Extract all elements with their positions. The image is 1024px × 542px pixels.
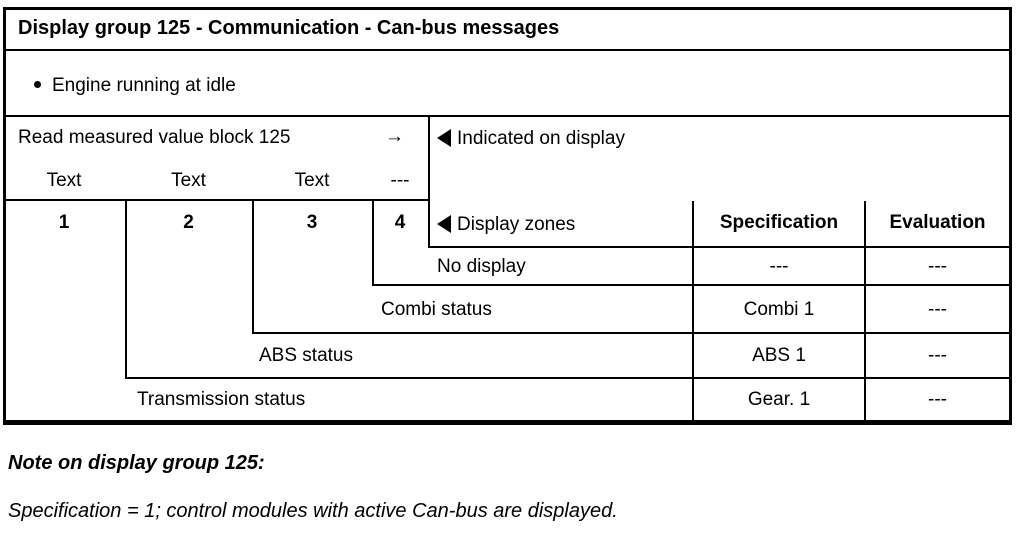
- test-condition: Engine running at idle: [52, 75, 236, 96]
- title-divider: [3, 49, 1012, 51]
- table-border-right: [1009, 7, 1012, 425]
- zone3-4-line: [372, 199, 374, 286]
- read-block-label: Read measured value block 125: [18, 127, 291, 148]
- row-label-combi-status: Combi status: [381, 299, 492, 320]
- row-specification: ---: [769, 256, 789, 277]
- bullet-icon: [34, 81, 41, 88]
- row-evaluation: ---: [928, 345, 947, 366]
- specification-left-line: [692, 201, 694, 420]
- evaluation-column-header: Evaluation: [889, 212, 986, 233]
- row2-bottom-line: [252, 332, 1012, 334]
- row-evaluation: ---: [928, 389, 947, 410]
- table-border-left: [3, 7, 6, 425]
- left-triangle-icon: [437, 129, 451, 147]
- page-title: Display group 125 - Communication - Can-…: [18, 17, 560, 39]
- right-arrow-icon: →: [385, 126, 404, 147]
- note-heading: Note on display group 125:: [8, 452, 265, 474]
- row-label-no-display: No display: [437, 256, 526, 277]
- zone-number-4: 4: [394, 212, 406, 233]
- table-border-bottom: [3, 420, 1012, 425]
- readblock-bottom-line: [3, 199, 430, 201]
- row-specification: ABS 1: [752, 345, 806, 366]
- evaluation-left-line: [864, 201, 866, 420]
- row-evaluation: ---: [928, 256, 947, 277]
- table-border-top: [3, 7, 1012, 10]
- zone-number-2: 2: [183, 212, 194, 233]
- row3-bottom-line: [125, 377, 1012, 379]
- left-triangle-icon: [437, 215, 451, 233]
- header-bottom-line: [428, 246, 1012, 248]
- field-type-3: Text: [294, 170, 330, 191]
- row-evaluation: ---: [928, 299, 947, 320]
- row-label-abs-status: ABS status: [259, 345, 353, 366]
- row-label-transmission-status: Transmission status: [137, 389, 306, 410]
- zone-number-1: 1: [58, 212, 70, 233]
- zone-number-3: 3: [306, 212, 318, 233]
- condition-divider: [3, 115, 1012, 117]
- indicated-on-display-label: Indicated on display: [457, 128, 625, 149]
- field-type-4: ---: [390, 170, 410, 191]
- zone1-2-line: [125, 199, 127, 379]
- field-type-1: Text: [46, 170, 82, 191]
- readblock-right-line: [428, 115, 430, 248]
- row-specification: Combi 1: [743, 299, 815, 320]
- note-body: Specification = 1; control modules with …: [8, 500, 618, 522]
- specification-column-header: Specification: [719, 212, 839, 233]
- display-zones-label: Display zones: [457, 214, 576, 235]
- field-type-2: Text: [171, 170, 206, 191]
- zone2-3-line: [252, 199, 254, 334]
- row-specification: Gear. 1: [747, 389, 811, 410]
